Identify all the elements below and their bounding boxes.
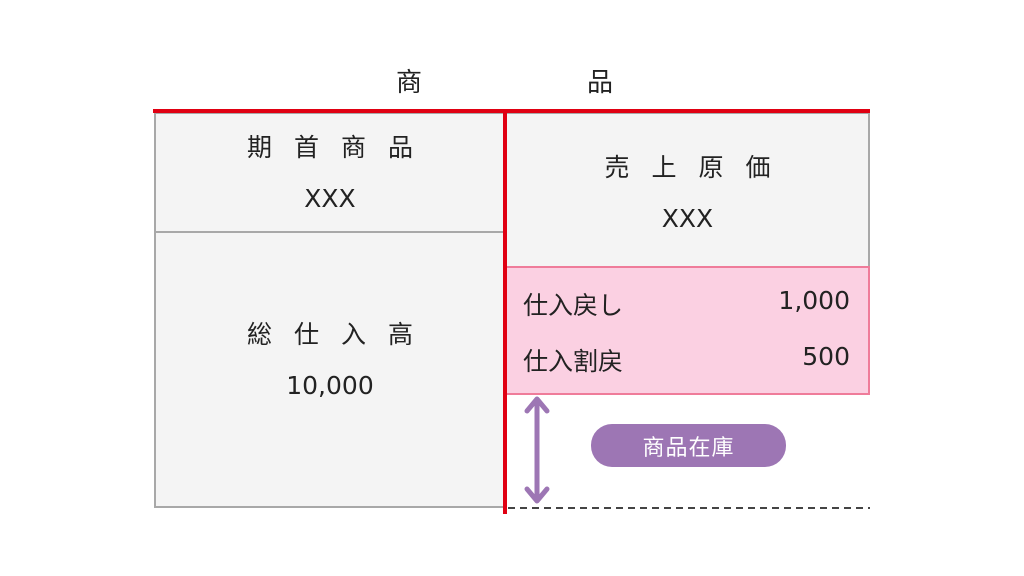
- deduction-label: 仕入戻し: [523, 291, 624, 320]
- inventory-badge: 商品在庫: [591, 424, 786, 467]
- cost-of-sales-label: 売上原価: [604, 153, 793, 182]
- deduction-value: 1,000: [778, 286, 850, 315]
- opening-inventory-label: 期首商品: [246, 133, 435, 162]
- opening-inventory-box: 期首商品 XXX: [154, 112, 506, 233]
- total-purchases-value: 10,000: [286, 371, 374, 400]
- deduction-row-returns: 仕入戻し 1,000: [523, 286, 850, 322]
- title-char-left: 商: [396, 68, 423, 98]
- deduction-row-rebates: 仕入割戻 500: [523, 342, 850, 378]
- title-char-right: 品: [587, 68, 614, 98]
- deduction-value: 500: [802, 342, 850, 371]
- double-arrow-icon: [524, 396, 550, 504]
- opening-inventory-value: XXX: [304, 184, 356, 213]
- deduction-label: 仕入割戻: [523, 347, 624, 376]
- purchase-deductions-box: 仕入戻し 1,000 仕入割戻 500: [505, 266, 870, 395]
- cost-of-sales-value: XXX: [661, 204, 714, 233]
- total-purchases-label: 総仕入高: [246, 320, 435, 349]
- total-purchases-box: 総仕入高 10,000: [154, 231, 506, 508]
